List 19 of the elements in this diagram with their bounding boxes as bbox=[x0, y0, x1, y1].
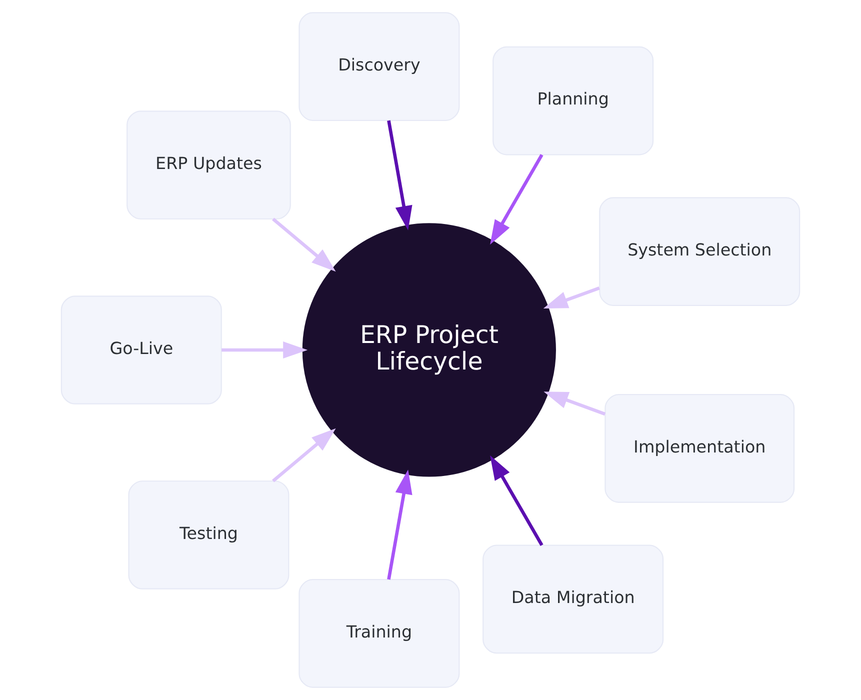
node-box: Go-Live bbox=[60, 296, 222, 404]
node-box: Testing bbox=[128, 480, 290, 590]
arrow bbox=[272, 218, 336, 272]
node-box: Data Migration bbox=[482, 544, 664, 654]
arrow bbox=[387, 470, 412, 580]
node-box: Implementation bbox=[604, 394, 795, 503]
node-box: ERP Updates bbox=[126, 110, 291, 220]
node-box: Training bbox=[298, 579, 460, 688]
arrow bbox=[543, 286, 600, 308]
node-box: Planning bbox=[492, 46, 654, 156]
arrow bbox=[544, 392, 606, 416]
node-box: System Selection bbox=[599, 197, 800, 306]
arrow bbox=[490, 455, 544, 546]
node-circle: ERP Project Lifecycle bbox=[302, 223, 556, 477]
arrow bbox=[222, 341, 308, 359]
node-box: Discovery bbox=[298, 12, 460, 121]
arrow bbox=[490, 154, 544, 245]
arrow bbox=[272, 428, 336, 482]
arrow bbox=[387, 120, 412, 230]
